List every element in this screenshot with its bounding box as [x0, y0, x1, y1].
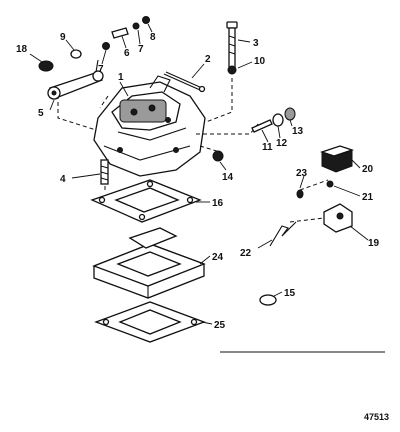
- leader-lines: [29, 23, 369, 325]
- callout-22: 22: [240, 248, 252, 259]
- choke-rod-22: [269, 221, 297, 247]
- screw-7b: [132, 22, 140, 30]
- callout-10: 10: [254, 56, 266, 67]
- bolt-3: [226, 21, 238, 71]
- callout-5: 5: [38, 108, 44, 119]
- stud-11: [251, 119, 273, 133]
- callout-18: 18: [16, 44, 28, 55]
- washer-10: [227, 65, 237, 75]
- throttle-lever: [47, 59, 104, 100]
- callout-21: 21: [362, 192, 374, 203]
- assembly-lines: [57, 78, 329, 223]
- callout-4: 4: [60, 174, 66, 185]
- callout-11: 11: [262, 142, 273, 153]
- gasket-16: [90, 179, 202, 223]
- callout-2: 2: [205, 54, 211, 65]
- gasket-25: [94, 301, 206, 343]
- callout-12: 12: [276, 138, 288, 149]
- nut-13: [284, 107, 296, 121]
- clip-23: [296, 189, 304, 199]
- callout-6: 6: [124, 48, 130, 59]
- callout-8: 8: [150, 32, 156, 43]
- figure-reference-number: 47513: [364, 412, 389, 422]
- callout-16: 16: [212, 198, 224, 209]
- callout-24: 24: [212, 252, 224, 263]
- link-6: [111, 27, 129, 39]
- callout-15: 15: [284, 288, 296, 299]
- callout-3: 3: [253, 38, 259, 49]
- choke-housing-19: [323, 203, 353, 233]
- callout-25: 25: [214, 320, 226, 331]
- callout-7b: 7: [138, 44, 144, 55]
- washer-9: [70, 49, 82, 59]
- screw-7a: [102, 42, 110, 50]
- washer-12: [272, 113, 284, 127]
- callout-20: 20: [362, 164, 374, 175]
- rod-2: [163, 71, 206, 93]
- thermostat-20: [319, 145, 355, 173]
- stud-4: [100, 159, 109, 185]
- screw-21: [326, 180, 334, 188]
- nut-18: [38, 60, 54, 72]
- plug-14: [212, 150, 224, 162]
- callout-23: 23: [296, 168, 308, 179]
- callout-1: 1: [118, 72, 124, 83]
- carburetor-body: [93, 75, 206, 177]
- screw-8: [142, 16, 150, 24]
- callout-7a: 7: [98, 64, 104, 75]
- plug-15: [259, 294, 277, 306]
- callout-14: 14: [222, 172, 234, 183]
- spacer-24: [92, 227, 206, 299]
- callout-13: 13: [292, 126, 304, 137]
- callout-9: 9: [60, 32, 66, 43]
- callout-19: 19: [368, 238, 380, 249]
